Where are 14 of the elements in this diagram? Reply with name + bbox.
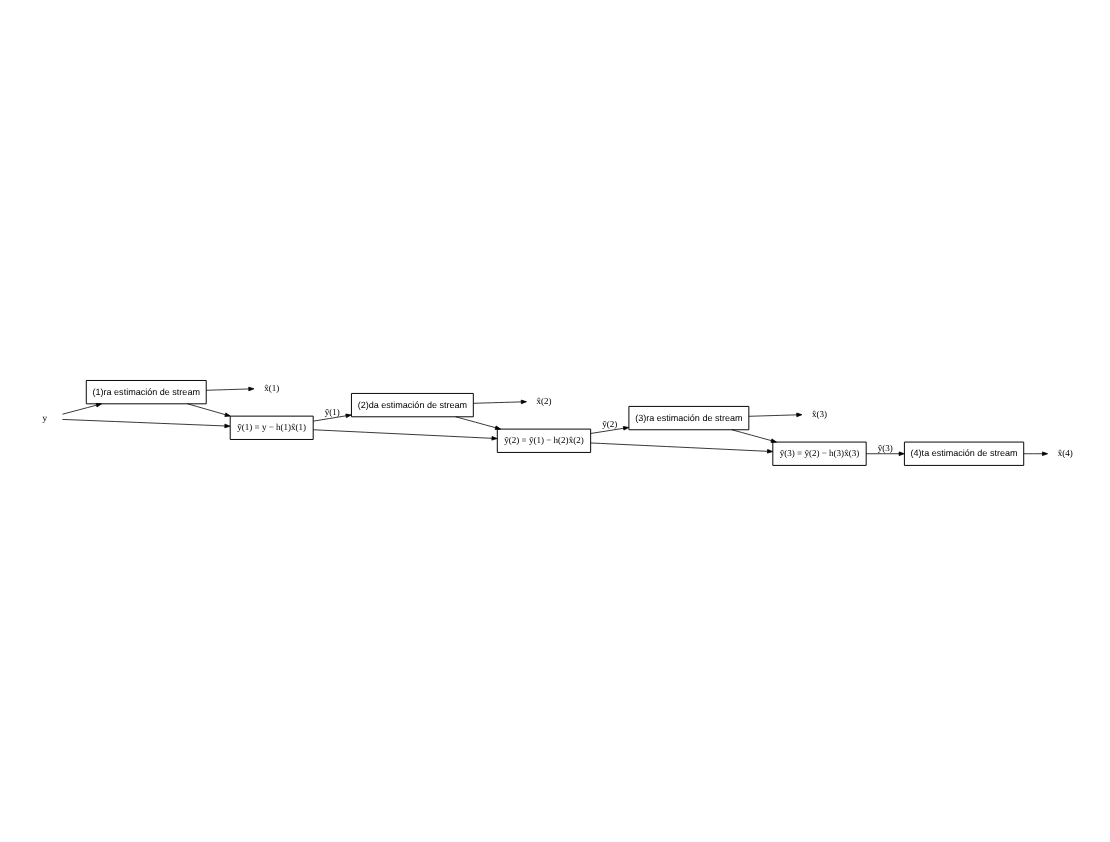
arrow [1023,451,1049,456]
arrow [205,386,255,392]
arrow [187,403,231,417]
arrow [590,426,630,434]
arrow [865,451,905,456]
arrow [455,416,501,430]
arrow [748,412,803,418]
arrow [62,419,231,429]
arrow [62,403,102,415]
arrow [312,413,352,422]
arrow [590,442,774,454]
arrow [731,429,777,443]
arrow [473,399,527,405]
arrow [312,429,498,441]
